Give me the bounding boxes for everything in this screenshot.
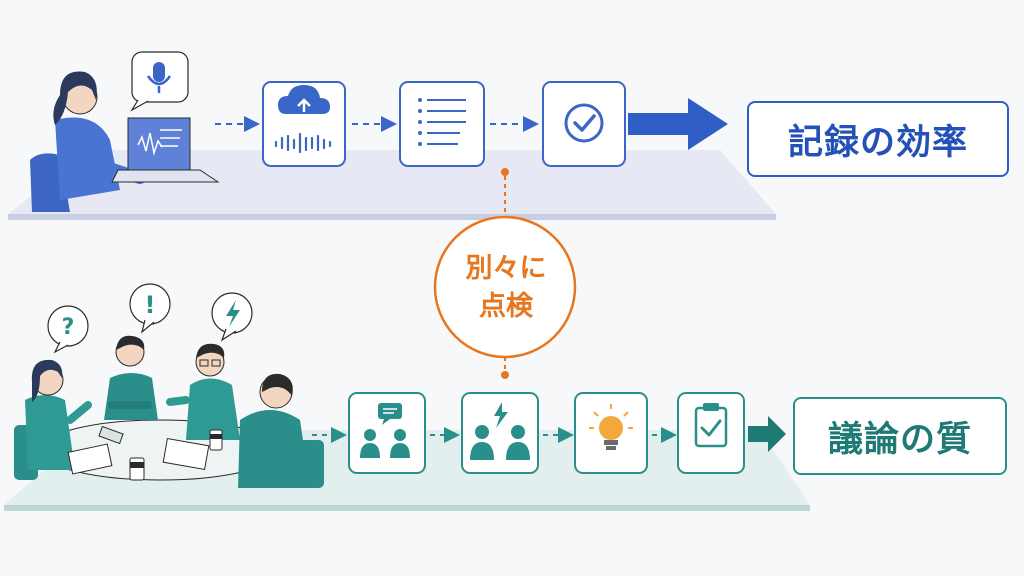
step-cloud-upload bbox=[262, 81, 346, 167]
exclamation-bubble: ! bbox=[129, 283, 171, 334]
center-check-text: 別々に 点検 bbox=[438, 235, 574, 340]
clipboard-check-icon bbox=[694, 403, 728, 448]
svg-text:!: ! bbox=[145, 291, 156, 319]
step-debate bbox=[461, 392, 539, 474]
top-result-label: 記録の効率 bbox=[747, 101, 1009, 177]
check-circle-icon bbox=[564, 103, 604, 143]
mic-bubble bbox=[130, 51, 189, 112]
step-document-list bbox=[399, 81, 485, 167]
meeting-illustration bbox=[14, 335, 324, 488]
mic-icon bbox=[153, 62, 165, 82]
center-text-line1: 別々に bbox=[465, 252, 547, 284]
step-lightbulb bbox=[574, 392, 648, 474]
debate-icon bbox=[470, 402, 530, 460]
step-clipboard-check bbox=[677, 392, 745, 474]
center-check-connector bbox=[433, 168, 577, 379]
lightning-bubble bbox=[211, 292, 253, 342]
question-bubble: ? bbox=[47, 305, 89, 354]
lightning-icon bbox=[226, 300, 240, 327]
discussion-icon bbox=[360, 403, 410, 458]
top-platform bbox=[8, 150, 776, 220]
top-result-arrow bbox=[628, 98, 728, 150]
bottom-result-label: 議論の質 bbox=[793, 397, 1007, 475]
step-check-circle bbox=[542, 81, 626, 167]
woman-laptop-illustration bbox=[30, 71, 220, 212]
document-list-icon bbox=[418, 98, 466, 146]
step-discussion bbox=[348, 392, 426, 474]
svg-text:?: ? bbox=[62, 315, 75, 340]
center-text-line2: 点検 bbox=[479, 290, 533, 322]
bottom-result-arrow bbox=[748, 416, 786, 452]
lightbulb-icon bbox=[589, 404, 633, 450]
